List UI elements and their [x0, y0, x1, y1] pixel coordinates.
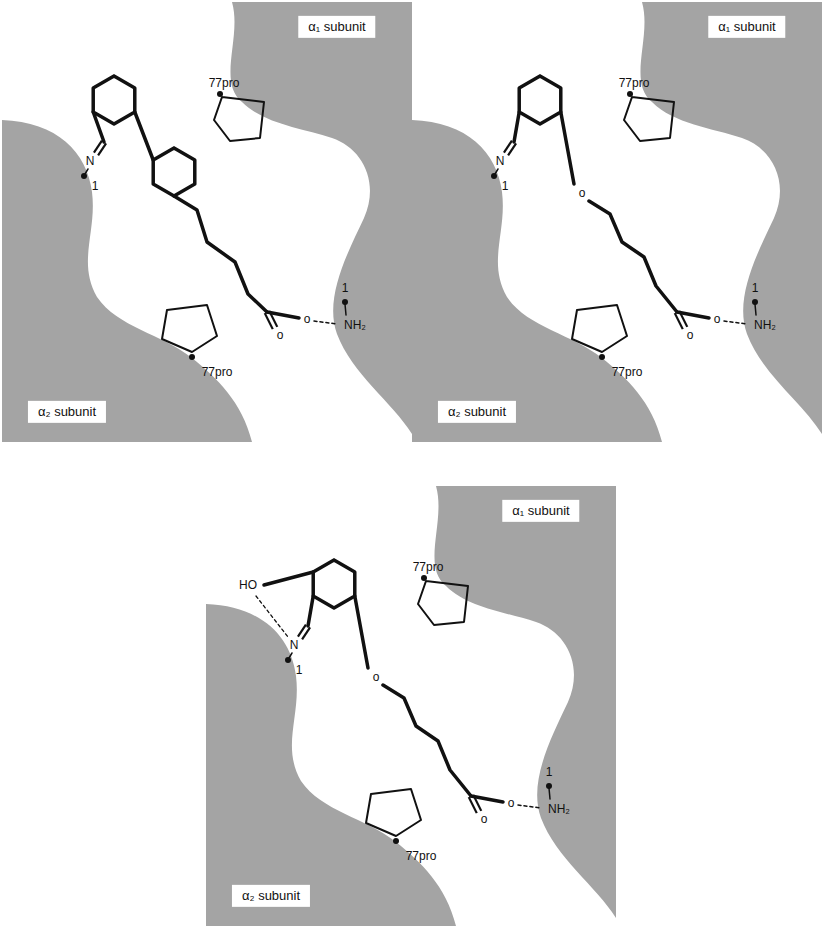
residue-number: 1	[502, 180, 509, 193]
alpha1-subunit-surface	[640, 2, 822, 434]
benzene-ring	[313, 560, 355, 608]
proline-ring	[162, 305, 217, 352]
atom-dot	[81, 173, 87, 179]
benzene-ring	[153, 148, 195, 196]
atom-label: o	[714, 313, 721, 326]
hydrogen-bond	[518, 805, 541, 808]
ester-bond	[677, 312, 709, 318]
subunit-label: α₁ subunit	[708, 16, 785, 38]
atom-dot	[599, 354, 605, 360]
proline-ring	[418, 581, 468, 625]
hydrogen-bond	[724, 321, 747, 324]
residue-label: 77pro	[209, 77, 240, 90]
residue-label: 77pro	[406, 850, 437, 863]
atom-label: o	[277, 329, 284, 342]
proline-ring	[214, 97, 264, 141]
subunit-label: α₂ subunit	[232, 885, 310, 907]
ester-bond	[471, 796, 503, 802]
biphenyl-bond	[135, 112, 153, 160]
residue-bond	[549, 788, 550, 799]
hydroxyl-bond	[264, 572, 313, 585]
alpha2-subunit-surface	[206, 604, 456, 926]
atom-label: o	[481, 813, 488, 826]
atom-label: o	[687, 329, 694, 342]
binding-site-panel	[412, 2, 822, 442]
atom-dot	[285, 657, 291, 663]
residue-label: 77pro	[202, 366, 233, 379]
atom-label: N	[496, 155, 505, 168]
ether-bond	[561, 112, 574, 184]
residue-number: 1	[342, 282, 349, 295]
proline-ring	[624, 97, 674, 141]
atom-label: o	[304, 313, 311, 326]
linker-chain	[383, 685, 471, 796]
proline-ring	[366, 789, 421, 836]
double-bond	[508, 143, 516, 155]
double-bond	[98, 143, 106, 155]
residue-bond	[85, 169, 88, 174]
alpha2-subunit-surface	[2, 120, 252, 442]
atom-dot	[217, 91, 223, 97]
atom-label: NH₂	[754, 319, 776, 332]
atom-label: N	[86, 155, 95, 168]
atom-label: o	[508, 797, 515, 810]
benzene-ring	[519, 76, 561, 124]
subunit-label: α₁ subunit	[502, 500, 579, 522]
residue-label: 77pro	[612, 366, 643, 379]
alpha1-subunit-surface	[434, 486, 616, 918]
linker-chain	[174, 196, 267, 312]
atom-label: NH₂	[344, 319, 366, 332]
ester-bond	[267, 312, 299, 318]
residue-number: 1	[752, 282, 759, 295]
binding-site-panel	[206, 486, 616, 926]
atom-label: N	[290, 639, 299, 652]
hydrogen-bond	[314, 321, 337, 324]
residue-bond	[755, 304, 756, 315]
residue-bond	[495, 169, 498, 174]
residue-bond	[289, 653, 292, 658]
atom-dot	[393, 838, 399, 844]
residue-label: 77pro	[619, 77, 650, 90]
imine-bond	[308, 596, 313, 626]
proline-ring	[572, 305, 627, 352]
ether-bond	[355, 596, 368, 668]
residue-number: 1	[92, 180, 99, 193]
residue-label: 77pro	[413, 561, 444, 574]
hydrogen-bond	[256, 596, 288, 637]
residue-number: 1	[296, 664, 303, 677]
atom-label: o	[579, 187, 586, 200]
atom-dot	[421, 575, 427, 581]
subunit-label: α₂ subunit	[28, 401, 106, 423]
atom-dot	[627, 91, 633, 97]
linker-chain	[589, 201, 677, 312]
alpha1-subunit-surface	[230, 2, 412, 434]
imine-bond	[93, 112, 104, 142]
alpha2-subunit-surface	[412, 120, 662, 442]
benzene-ring	[93, 76, 135, 124]
atom-dot	[189, 354, 195, 360]
subunit-label: α₁ subunit	[298, 16, 375, 38]
imine-bond	[514, 112, 519, 142]
subunit-label: α₂ subunit	[438, 401, 516, 423]
double-bond	[302, 627, 310, 639]
residue-number: 1	[546, 766, 553, 779]
binding-site-panel	[2, 2, 412, 442]
residue-bond	[345, 304, 346, 315]
atom-dot	[491, 173, 497, 179]
atom-label: NH₂	[548, 803, 570, 816]
atom-label: o	[373, 671, 380, 684]
atom-label: HO	[239, 579, 257, 592]
